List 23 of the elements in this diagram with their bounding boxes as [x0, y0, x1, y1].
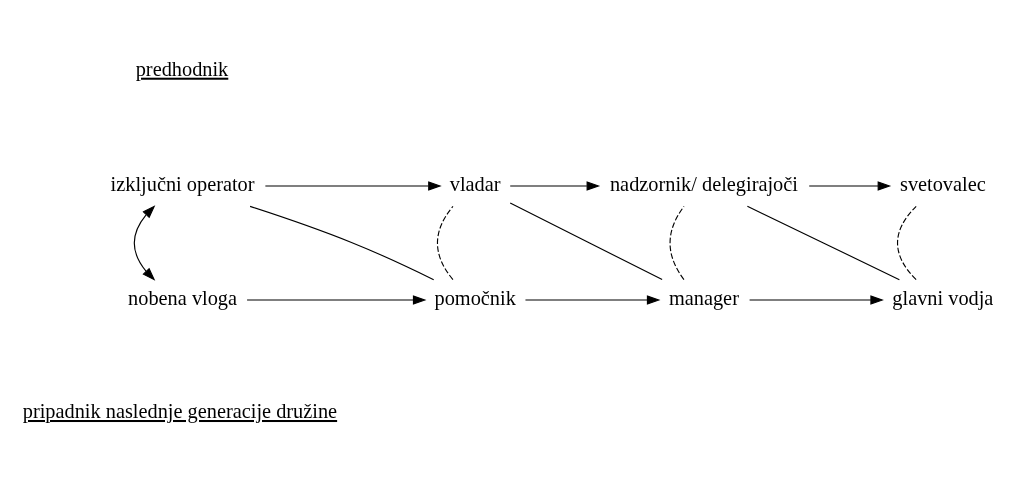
node-text: nadzornik/ delegirajoči [609, 172, 798, 195]
arrow [264, 180, 442, 191]
arrow [246, 294, 427, 305]
arrow [749, 294, 884, 305]
arrow [133, 204, 156, 281]
arrow [509, 180, 601, 191]
connector [249, 205, 435, 280]
connector [509, 201, 663, 280]
connector [436, 205, 454, 280]
node-text: manager [668, 286, 739, 309]
node-text: nobena vloga [128, 286, 238, 309]
node-text: glavni vodja [892, 286, 994, 309]
connector [746, 205, 900, 280]
arrow [524, 294, 661, 305]
node-text: svetovalec [899, 172, 986, 195]
label: predhodnik [135, 57, 229, 80]
node-text: vladar [449, 172, 501, 195]
connector [669, 205, 685, 280]
node-text: izključni operator [110, 172, 255, 195]
label: pripadnik naslednje generacije družine [22, 399, 338, 422]
arrow [808, 180, 892, 191]
node-text: pomočnik [434, 286, 516, 309]
connector [896, 205, 917, 280]
